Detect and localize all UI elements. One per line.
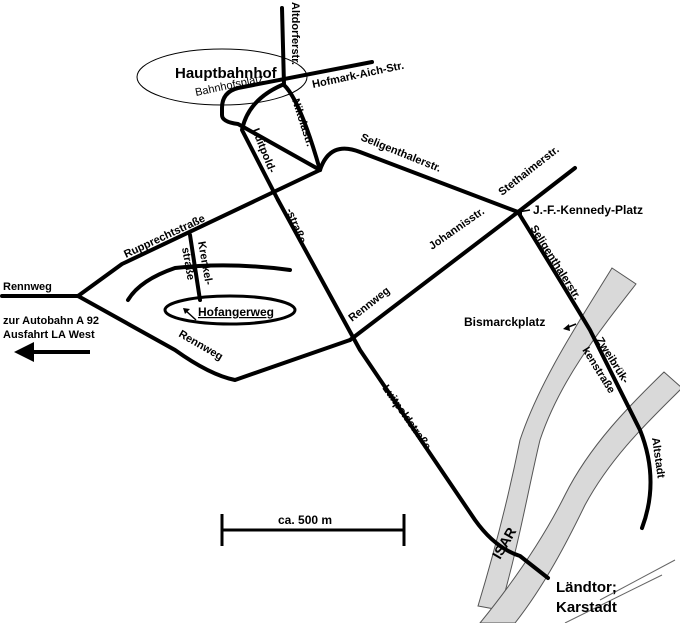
label-krenkel-suffix: straße [179,246,197,281]
isar-channel-left [477,267,637,611]
label-scale: ca. 500 m [278,513,332,527]
label-rennweg-mid: Rennweg [346,285,392,325]
label-hauptbahnhof: Hauptbahnhof [175,65,278,82]
road-altdorferstr [280,6,286,87]
isar-thin-line-2 [599,559,676,601]
label-bismarckplatz: Bismarckplatz [464,315,545,329]
label-seligenthaler-south: Seligenthalerstr. [527,223,583,302]
arrow-west-icon [14,342,90,362]
road-rupprechtstrasse [76,168,322,298]
pointer-arrow-hofangerweg-icon [183,308,197,321]
label-rennweg-west: Rennweg [3,281,52,293]
label-stethaimerstr: Stethaimerstr. [496,144,561,199]
label-altdorferstr: Altdorferstr. [289,2,301,65]
isar-river [477,267,680,623]
label-luitpoldstrasse: Luitpoldstraße [380,383,434,452]
road-nikolastr [282,83,322,172]
road-hofangerweg-branch [126,263,292,302]
label-nikolastr: Nikolastr. [289,97,316,148]
isar-thin-line [564,574,663,623]
label-laendtor: Ländtor; [556,579,617,596]
label-karstadt: Karstadt [556,599,617,616]
label-strasse-suffix: -straße [283,207,308,246]
label-altstadt: Altstadt [649,437,667,480]
road-stethaimerstr [516,166,577,214]
road-bahnhof-loop [220,60,374,172]
isar-channel-right [479,371,680,623]
roads [0,6,653,580]
label-hofangerweg: Hofangerweg [198,305,274,319]
scale-bar [220,514,406,546]
road-luitpold-north [240,83,284,202]
pointer-arrow-bismarckplatz-icon [563,323,577,331]
label-autobahn-line2: Ausfahrt LA West [3,329,95,341]
hofangerweg-ellipse [163,294,297,326]
road-luitpoldstrasse [276,198,550,580]
road-seligenthaler-north [318,146,520,214]
road-rennweg-loop [76,294,352,382]
label-autobahn-line1: zur Autobahn A 92 [3,315,99,327]
road-seligenthaler-south [516,210,653,530]
pointer-arrow-kennedy-icon [515,208,531,216]
road-rennweg-mid [348,210,520,342]
label-johannisstr: Johannisstr. [427,205,487,252]
hauptbahnhof-ellipse [136,48,308,106]
label-kennedy-platz: J.-F.-Kennedy-Platz [533,203,643,217]
